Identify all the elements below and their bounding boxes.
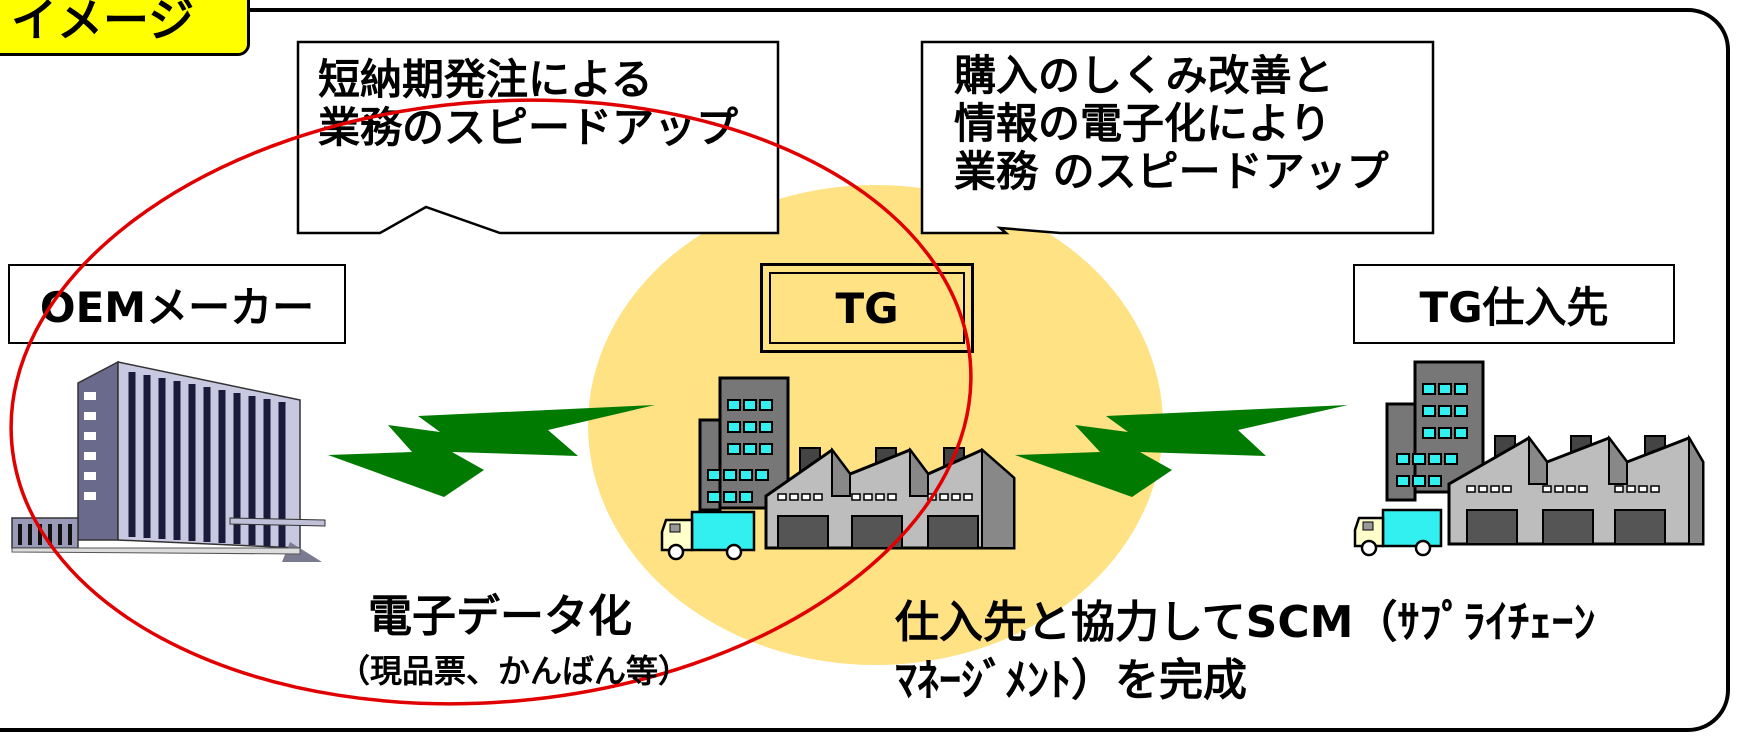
truck-icon	[660, 510, 756, 561]
truck-icon	[1353, 508, 1443, 557]
factory-icon	[1353, 360, 1705, 557]
callout-left-text: 短納期発注による 業務のスピードアップ	[318, 55, 739, 152]
image-tag-label: イメージ	[0, 0, 250, 56]
callout-left-bubble	[296, 40, 780, 235]
caption-edata-title: 電子データ化	[368, 591, 632, 642]
office-building-icon	[11, 360, 326, 562]
caption-scm-line2: ﾏﾈｰｼﾞﾒﾝﾄ）を完成	[895, 655, 1247, 706]
caption-edata-sub: （現品票、かんばん等）	[338, 652, 691, 690]
highlight-ellipse	[9, 98, 973, 706]
factory-icon	[660, 376, 1016, 561]
caption-scm-line1: 仕入先と協力してSCM（ｻﾌﾟﾗｲﾁｪｰﾝ	[895, 597, 1596, 648]
callout-right-bubble	[920, 40, 1435, 235]
lightning-bolt-icon	[1015, 405, 1348, 497]
callout-right-text: 購入のしくみ改善と 情報の電子化により 業務 のスピードアップ	[954, 51, 1389, 196]
node-tg-box: TG	[760, 263, 974, 353]
lightning-bolt-icon	[328, 405, 655, 497]
node-supplier-label: TG仕入先	[1353, 264, 1675, 344]
node-tg-label: TG	[769, 272, 965, 344]
node-oem-label: OEMメーカー	[8, 264, 346, 344]
diagram-frame	[0, 8, 1730, 732]
